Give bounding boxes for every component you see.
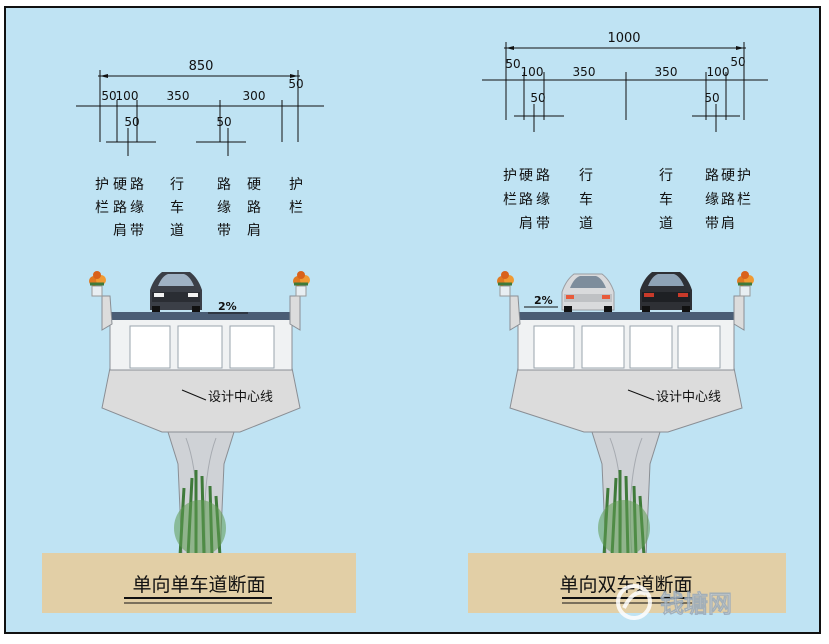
right-label: 路 (705, 168, 719, 184)
right-pier-vegetation (598, 470, 650, 557)
left-label: 肩 (113, 223, 127, 239)
left-label: 路 (247, 200, 261, 216)
right-centerline-label: 设计中心线 (656, 390, 721, 405)
left-centerline-label: 设计中心线 (208, 390, 273, 405)
left-dim-5: 50 (288, 77, 303, 91)
right-label: 带 (705, 216, 719, 232)
left-deck (102, 312, 300, 320)
left-label: 栏 (95, 200, 109, 216)
left-label: 硬 (247, 177, 261, 193)
right-label: 路 (536, 168, 550, 184)
left-label: 路 (130, 177, 144, 193)
right-slope-label: 2% (534, 294, 553, 307)
left-subdim-2: 50 (216, 115, 231, 129)
right-label: 栏 (503, 192, 517, 208)
left-flower-planter (89, 271, 106, 297)
bridge-cross-section-diagram: 850 50 100 350 300 50 50 50 护 硬 路 行 路 硬 … (42, 31, 786, 620)
drawing-frame: 850 50 100 350 300 50 50 50 护 硬 路 行 路 硬 … (4, 6, 821, 634)
left-label: 路 (113, 200, 127, 216)
right-label: 缘 (705, 192, 719, 208)
left-label: 缘 (130, 200, 144, 216)
right-dim-1: 50 (505, 57, 520, 71)
left-section: 850 50 100 350 300 50 50 50 护 硬 路 行 路 硬 … (42, 59, 356, 613)
right-label: 车 (659, 191, 673, 208)
left-dimension-lines (76, 70, 324, 156)
left-label: 带 (217, 223, 231, 239)
left-total-dim: 850 (189, 59, 214, 74)
left-label: 硬 (113, 177, 127, 193)
right-car-silver (561, 273, 615, 312)
right-deck (510, 312, 744, 320)
right-dim-4: 350 (655, 65, 678, 79)
left-dim-1: 50 (101, 89, 116, 103)
right-flower-planter (737, 271, 754, 297)
right-label: 行 (579, 168, 593, 184)
right-label: 路 (721, 192, 735, 208)
right-label: 栏 (737, 192, 751, 208)
right-label: 硬 (519, 168, 533, 184)
right-section: 1000 50 100 350 350 100 50 50 50 护 硬 路 行… (468, 31, 786, 613)
right-label: 车 (579, 191, 593, 208)
right-subdim-1: 50 (530, 91, 545, 105)
left-label: 车 (170, 199, 184, 216)
left-label: 缘 (217, 200, 231, 216)
left-slope-label: 2% (218, 300, 237, 313)
left-label: 肩 (247, 223, 261, 239)
right-label: 肩 (519, 216, 533, 232)
left-dim-2: 100 (116, 89, 139, 103)
left-label: 护 (95, 177, 109, 193)
right-flower-planter (497, 271, 514, 297)
right-label: 道 (659, 216, 673, 232)
right-label: 护 (503, 168, 517, 184)
right-dim-5: 100 (707, 65, 730, 79)
left-dim-4: 300 (243, 89, 266, 103)
right-label: 肩 (721, 216, 735, 232)
left-subdim-1: 50 (124, 115, 139, 129)
left-dim-3: 350 (167, 89, 190, 103)
left-car (150, 272, 202, 312)
left-lane-labels: 护 硬 路 行 路 硬 护 栏 路 缘 车 缘 路 栏 肩 带 道 带 肩 (95, 177, 303, 239)
left-pier-vegetation (174, 470, 226, 557)
right-label: 行 (659, 168, 673, 184)
right-subdim-2: 50 (704, 91, 719, 105)
right-dim-3: 350 (573, 65, 596, 79)
right-lane-labels: 护 硬 路 行 行 路 硬 护 栏 路 缘 车 车 缘 路 栏 肩 带 道 道 … (503, 168, 751, 232)
left-label: 行 (170, 177, 184, 193)
right-label: 缘 (536, 192, 550, 208)
left-section-title: 单向单车道断面 (132, 574, 265, 596)
left-label: 带 (130, 223, 144, 239)
right-label: 道 (579, 216, 593, 232)
right-label: 带 (536, 216, 550, 232)
right-dim-2: 100 (521, 65, 544, 79)
right-section-title: 单向双车道断面 (559, 574, 692, 596)
right-dimension-lines (482, 42, 768, 132)
right-label: 硬 (721, 168, 735, 184)
left-label: 路 (217, 177, 231, 193)
watermark: 钱塘网 (616, 584, 732, 620)
watermark-text: 钱塘网 (660, 590, 732, 618)
right-label: 护 (737, 168, 751, 184)
right-car-dark (640, 272, 692, 312)
left-label: 道 (170, 223, 184, 239)
right-dim-6: 50 (730, 55, 745, 69)
left-flower-planter (293, 271, 310, 297)
left-label: 栏 (289, 200, 303, 216)
right-total-dim: 1000 (607, 31, 640, 46)
left-label: 护 (289, 177, 303, 193)
right-label: 路 (519, 192, 533, 208)
